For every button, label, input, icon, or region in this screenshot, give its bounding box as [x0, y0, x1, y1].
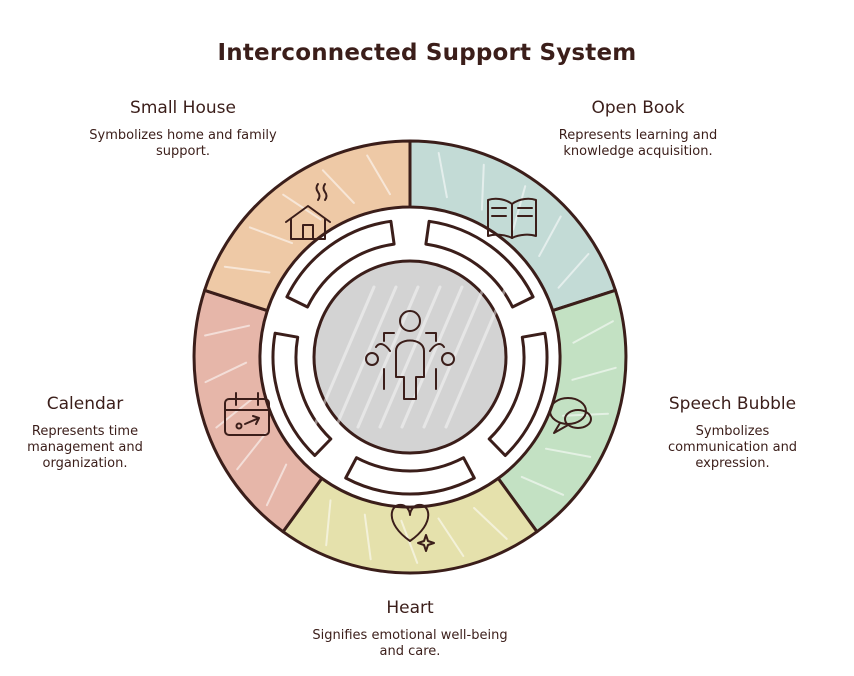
heading-speech-bubble: Speech Bubble	[668, 394, 797, 414]
diagram-title: Interconnected Support System	[217, 40, 637, 66]
ring-arc-speech-bubble	[344, 456, 476, 496]
label-small-house: Small House Symbolizes home and family s…	[88, 98, 278, 160]
label-open-book: Open Book Represents learning and knowle…	[538, 98, 738, 160]
description-small-house: Symbolizes home and family support.	[89, 128, 277, 159]
description-heart: Signifies emotional well-being and care.	[312, 628, 508, 659]
center-disc	[312, 259, 508, 455]
hatch-speech-bubble	[325, 499, 508, 564]
hatch-calendar	[223, 154, 391, 274]
description-speech-bubble: Symbolizes communication and expression.	[667, 424, 798, 471]
ring-arc-heart	[271, 331, 333, 457]
label-calendar: Calendar Represents time management and …	[10, 394, 160, 472]
people-group-icon	[365, 310, 455, 400]
speech-bubble-icon	[549, 397, 592, 434]
calendar-icon	[224, 392, 270, 436]
hatch-open-book	[520, 320, 617, 496]
ring-arc-open-book	[487, 331, 549, 457]
description-calendar: Represents time management and organizat…	[27, 424, 143, 471]
label-speech-bubble: Speech Bubble Symbolizes communication a…	[650, 394, 815, 472]
ring-arc-calendar	[285, 219, 396, 309]
heading-calendar: Calendar	[46, 394, 124, 414]
hatch-heart	[204, 324, 288, 507]
heading-open-book: Open Book	[591, 98, 685, 118]
label-heart: Heart Signifies emotional well-being and…	[305, 598, 515, 660]
hatch-small-house	[437, 152, 590, 289]
heading-heart: Heart	[386, 598, 434, 618]
heading-small-house: Small House	[130, 98, 236, 118]
ring-arc-small-house	[424, 219, 535, 309]
book-icon	[487, 197, 537, 239]
heart-icon	[390, 503, 435, 552]
house-icon	[285, 183, 331, 240]
description-open-book: Represents learning and knowledge acquis…	[558, 128, 718, 159]
